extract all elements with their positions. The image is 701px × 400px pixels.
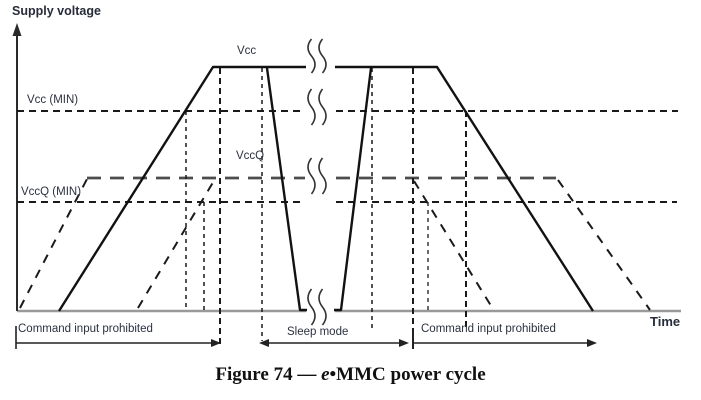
dimension-arrows [15, 326, 597, 349]
region-label-command-prohibited-2: Command input prohibited [421, 323, 556, 335]
vcc-min-label: Vcc (MIN) [27, 94, 79, 106]
vertical-guides [185, 68, 467, 347]
dim-arrowhead-right-2 [587, 339, 597, 347]
dim-arrowhead-right-1 [211, 339, 221, 347]
caption-emphasis: e [321, 364, 330, 385]
vcc-label: Vcc [237, 45, 257, 57]
x-axis-label: Time [650, 314, 681, 329]
caption-prefix: Figure 74 — [215, 364, 322, 385]
figure-caption: Figure 74 — e•MMC power cycle [0, 364, 701, 386]
region-label-command-prohibited-1: Command input prohibited [18, 323, 153, 335]
y-axis-label: Supply voltage [12, 4, 101, 18]
vcc-sleep-rampdown [265, 67, 307, 312]
caption-suffix: •MMC power cycle [329, 364, 486, 385]
vcc-waveform [57, 65, 595, 312]
voltage-axis [12, 23, 22, 311]
sleep-arrowhead-left [259, 339, 269, 347]
voltage-axis-arrowhead [12, 23, 22, 36]
vccq-waveform [19, 178, 651, 311]
vcc-sleep-rampup [334, 67, 373, 312]
vccq-min-label: VccQ (MIN) [21, 186, 82, 198]
time-break-marks [307, 38, 327, 326]
region-label-sleep-mode: Sleep mode [287, 326, 349, 338]
sleep-arrowhead-right [399, 339, 409, 347]
vccq-label: VccQ [236, 150, 265, 162]
